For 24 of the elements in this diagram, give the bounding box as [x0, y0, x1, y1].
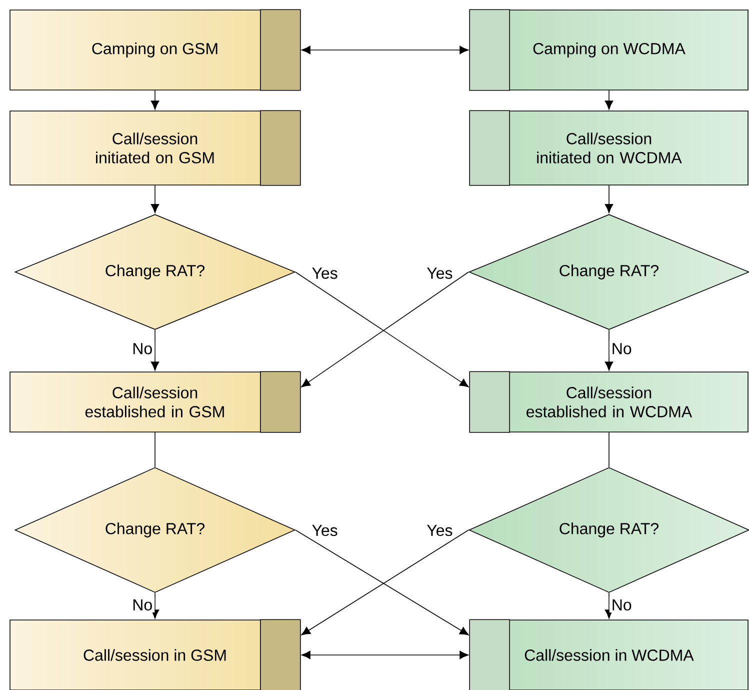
- process-box: Call/session established in WCDMA: [469, 371, 748, 433]
- edge-label: No: [130, 597, 155, 612]
- edge-label: No: [609, 341, 634, 356]
- arrow: [150, 90, 160, 110]
- edge-label: Yes: [424, 266, 455, 281]
- process-box: Call/session established in GSM: [10, 371, 301, 433]
- process-box: Camping on GSM: [10, 9, 301, 91]
- edge-label: Yes: [310, 266, 340, 281]
- process-box: Call/session in GSM: [10, 619, 301, 690]
- arrow: [301, 46, 469, 54]
- edge-label: Yes: [424, 522, 455, 538]
- arrow: [604, 90, 614, 110]
- process-box: Call/session initiated on GSM: [10, 110, 301, 186]
- edge-label: No: [609, 597, 634, 612]
- process-box: Call/session initiated on WCDMA: [469, 110, 748, 186]
- edge-label: Yes: [310, 522, 340, 538]
- arrow: [604, 330, 614, 371]
- arrow: [150, 185, 160, 214]
- edge-label: No: [130, 341, 155, 356]
- process-box: Camping on WCDMA: [469, 9, 748, 91]
- process-box: Call/session in WCDMA: [469, 619, 748, 690]
- arrow: [604, 185, 614, 214]
- arrow: [150, 330, 160, 371]
- arrow: [301, 650, 469, 660]
